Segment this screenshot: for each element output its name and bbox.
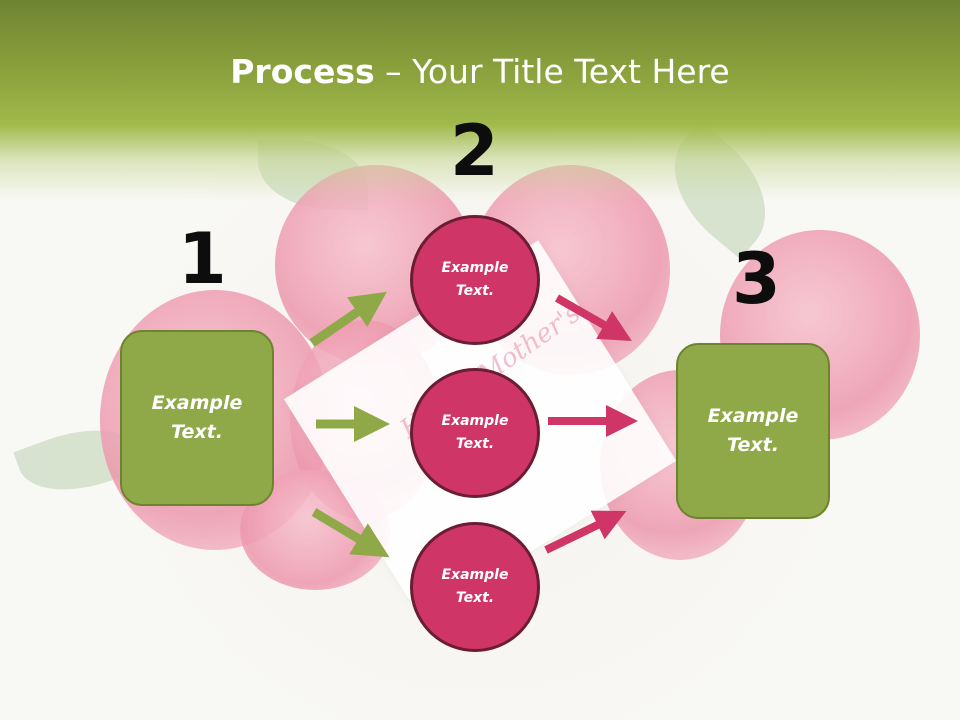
arrow-top-to-right: [555, 294, 632, 341]
step-circle-label: Example Text.: [441, 413, 509, 452]
title-rest: – Your Title Text Here: [374, 52, 730, 91]
arrow-left-to-bottom: [311, 508, 390, 558]
title-band: [0, 0, 960, 200]
step-number-3: 3: [732, 238, 781, 320]
step-circle-label: Example Text.: [441, 260, 509, 299]
step-circle-middle[interactable]: Example Text.: [410, 368, 540, 498]
step-box-left-label: Example Text.: [151, 392, 243, 443]
arrow-left-to-top: [309, 291, 387, 347]
step-number-1: 1: [178, 218, 227, 300]
step-circle-bottom[interactable]: Example Text.: [410, 522, 540, 652]
step-box-right-label: Example Text.: [707, 405, 799, 456]
step-circle-top[interactable]: Example Text.: [410, 215, 540, 345]
step-box-right[interactable]: Example Text.: [676, 343, 830, 519]
title-bold: Process: [230, 52, 375, 91]
page-title: Process – Your Title Text Here: [0, 52, 960, 91]
step-number-2: 2: [450, 110, 499, 192]
arrow-bottom-to-right: [544, 510, 627, 554]
step-box-left[interactable]: Example Text.: [120, 330, 274, 506]
step-circle-label: Example Text.: [441, 567, 509, 606]
